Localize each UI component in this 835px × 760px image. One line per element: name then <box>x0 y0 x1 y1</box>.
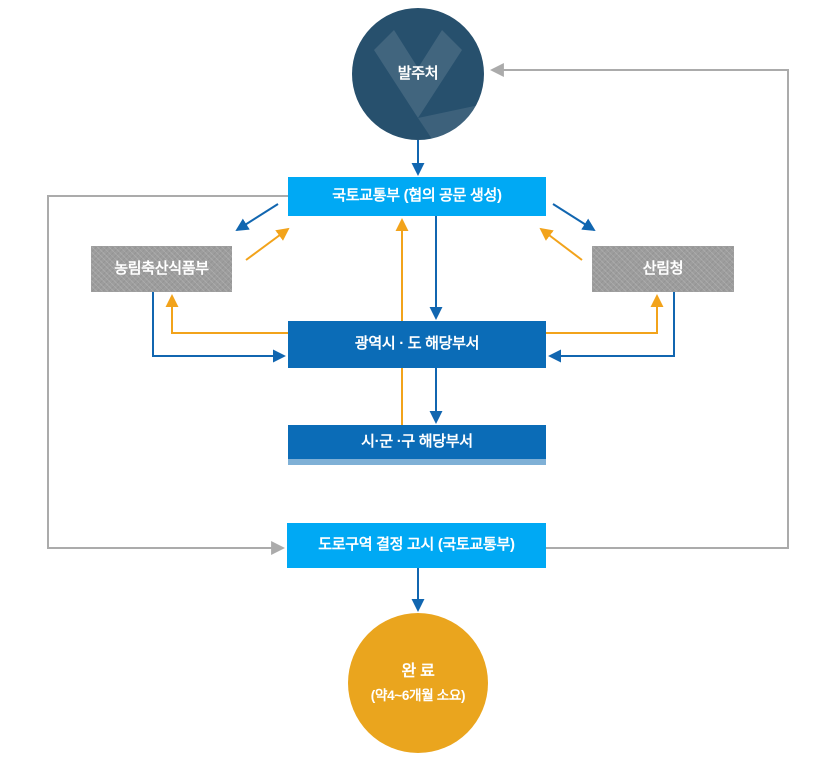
node-molit: 국토교통부 (협의 공문 생성) <box>288 177 546 216</box>
node-province: 광역시 · 도 해당부서 <box>288 321 546 368</box>
chevron-pattern-icon <box>374 30 484 140</box>
node-city-label: 시·군 ·구 해당부서 <box>361 432 473 450</box>
node-complete-duration: (약4~6개월 소요) <box>370 687 466 703</box>
wire-mafra-to-province <box>152 292 286 363</box>
node-mafra: 농림축산식품부 <box>91 246 232 292</box>
node-province-label: 광역시 · 도 해당부서 <box>354 335 480 353</box>
node-molit-label: 국토교통부 (협의 공문 생성) <box>332 187 502 205</box>
wire-mafra-to-molit-diagonal-return <box>245 227 290 261</box>
node-kfs: 산림청 <box>592 246 734 292</box>
wire-province-to-mafra-return <box>165 294 288 334</box>
wire-kfs-to-molit-diagonal-return <box>539 227 583 261</box>
node-orderer-label: 발주처 <box>397 64 439 82</box>
node-complete-label: 완 료 <box>401 663 435 681</box>
node-city: 시·군 ·구 해당부서 <box>288 425 546 465</box>
wire-province-to-kfs-return <box>546 294 664 334</box>
wire-notice-to-orderer-feedback <box>489 63 789 549</box>
node-notice: 도로구역 결정 고시 (국토교통부) <box>287 523 546 568</box>
node-mafra-label: 농림축산식품부 <box>114 259 209 277</box>
wire-molit-to-mafra-diagonal <box>235 203 279 232</box>
wire-kfs-to-province <box>548 292 675 363</box>
wire-molit-to-kfs-diagonal <box>552 203 596 232</box>
node-notice-label: 도로구역 결정 고시 (국토교통부) <box>318 536 515 554</box>
wire-molit-to-notice-bypass <box>47 195 288 555</box>
node-complete: 완 료 (약4~6개월 소요) <box>348 613 488 753</box>
node-orderer: 발주처 <box>352 8 484 140</box>
node-kfs-label: 산림청 <box>642 259 684 277</box>
